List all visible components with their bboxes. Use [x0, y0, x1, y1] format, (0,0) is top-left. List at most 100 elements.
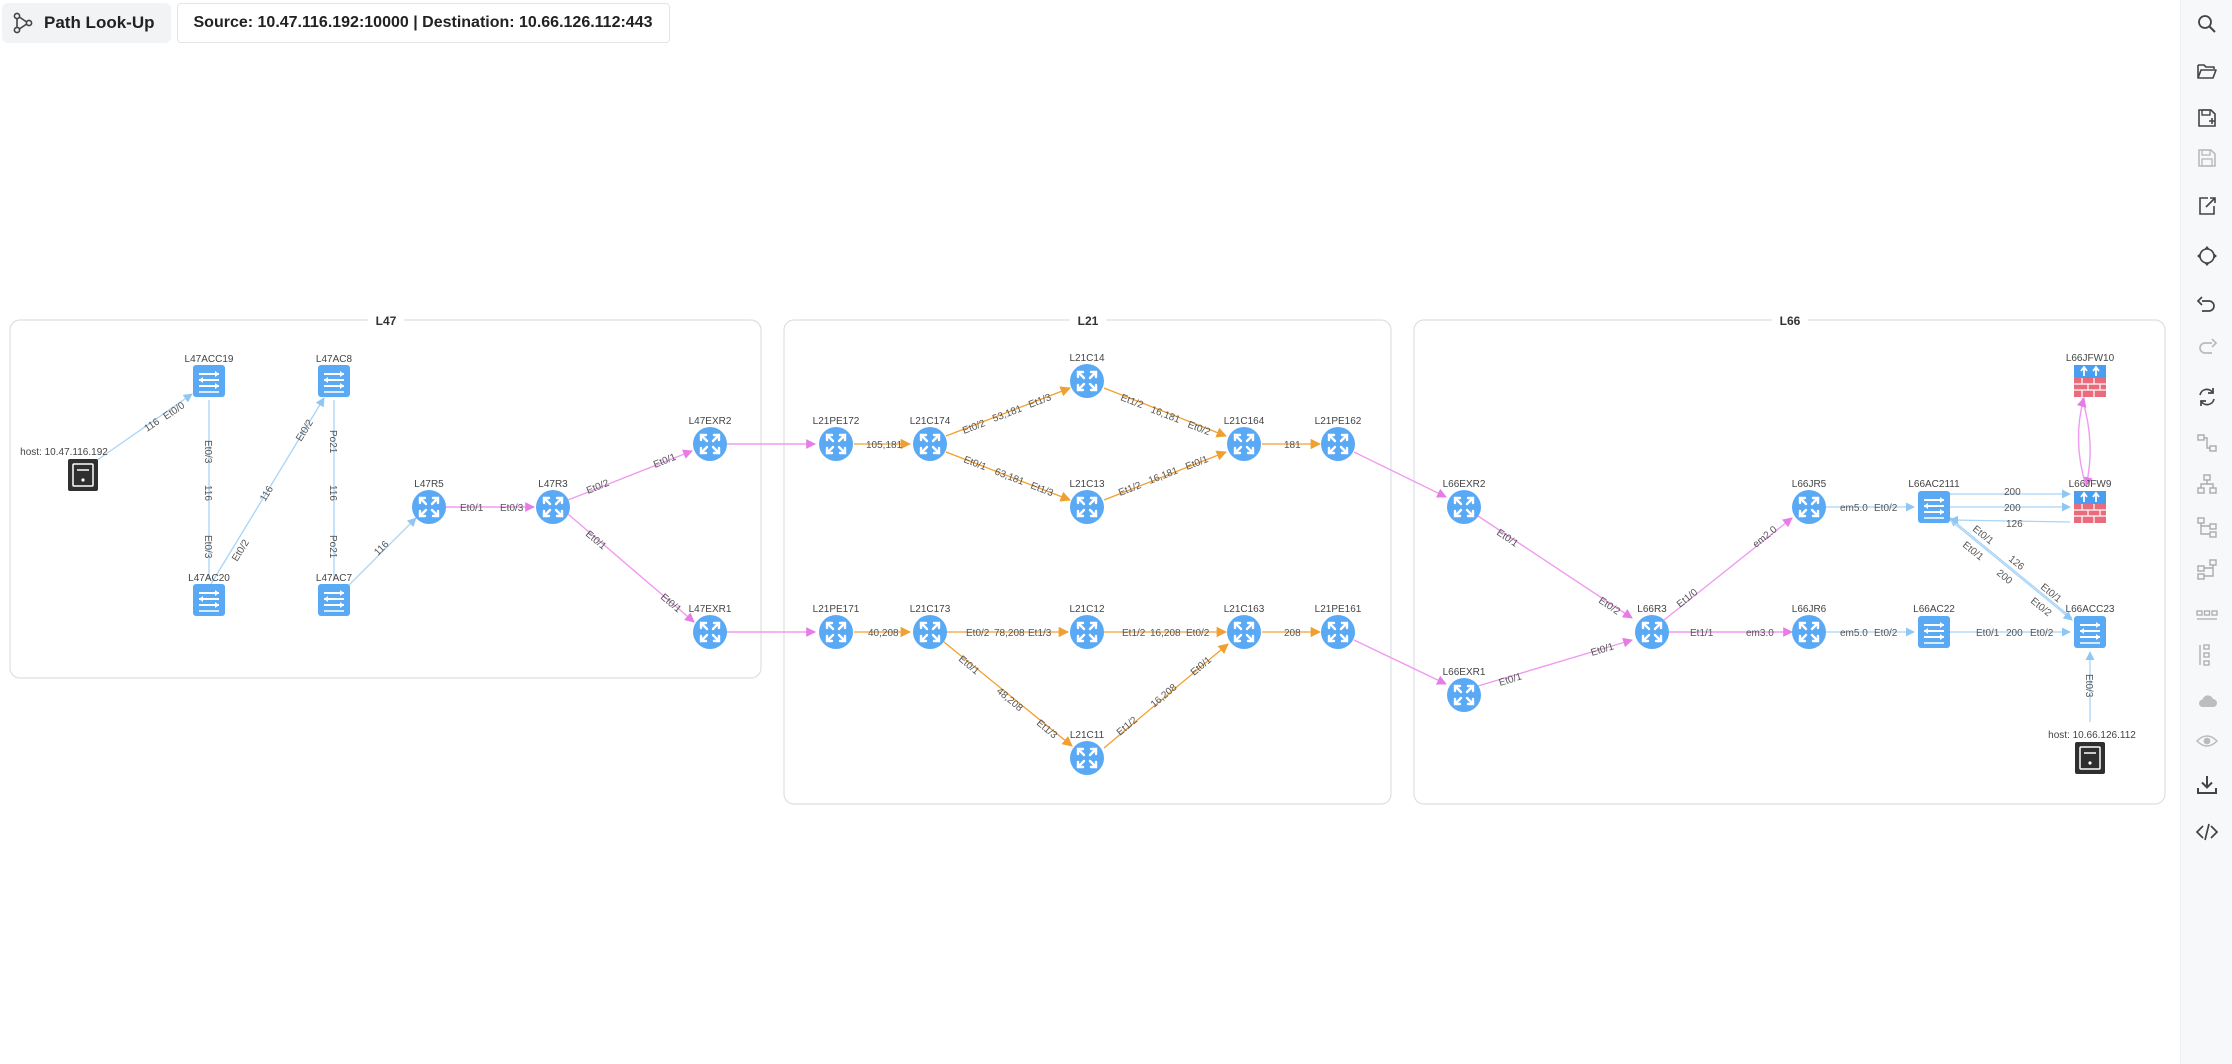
layout-2-button[interactable] — [2181, 467, 2232, 501]
layout-1-button[interactable] — [2181, 426, 2232, 460]
fit-view-button[interactable] — [2181, 239, 2232, 273]
svg-text:Et0/2: Et0/2 — [966, 628, 990, 639]
node-L21C173[interactable]: L21C173 — [910, 604, 951, 651]
download-button[interactable] — [2181, 768, 2232, 802]
edge-link[interactable] — [945, 386, 1071, 437]
svg-text:Et0/2: Et0/2 — [585, 478, 611, 497]
node-L66R3[interactable]: L66R3 — [1633, 604, 1671, 651]
node-host-source[interactable]: host: 10.47.116.192 — [20, 447, 108, 492]
group-L47[interactable]: L47 — [9, 312, 762, 679]
refresh-icon — [2199, 388, 2215, 406]
edge-link[interactable] — [210, 397, 325, 585]
save-as-button[interactable] — [2181, 101, 2232, 135]
open-button[interactable] — [2181, 54, 2232, 88]
group-L66[interactable]: L66 — [1413, 312, 2166, 805]
layout-5-button[interactable] — [2181, 598, 2232, 632]
node-L21PE162[interactable]: L21PE162 — [1315, 416, 1362, 463]
node-L66EXR2[interactable]: L66EXR2 — [1443, 479, 1486, 526]
svg-text:16,181: 16,181 — [1147, 465, 1180, 486]
svg-text:em2.0: em2.0 — [1751, 524, 1780, 550]
svg-text:53,181: 53,181 — [991, 403, 1024, 424]
node-L66AC2111[interactable]: L66AC2111 — [1908, 479, 1960, 524]
right-toolbar — [2180, 0, 2232, 1064]
svg-text:L66JR5: L66JR5 — [1792, 479, 1827, 490]
node-L66JFW10[interactable]: L66JFW10 — [2066, 353, 2115, 398]
edge-link[interactable] — [1949, 515, 2071, 525]
node-L47ACC19[interactable]: L47ACC19 — [185, 354, 234, 398]
node-host-destination[interactable]: host: 10.66.126.112 — [2048, 730, 2136, 775]
edge-link[interactable] — [567, 513, 695, 623]
edge-link[interactable] — [1353, 451, 1447, 498]
svg-text:L21C13: L21C13 — [1069, 479, 1104, 490]
undo-button[interactable] — [2181, 288, 2232, 322]
svg-text:L21PE171: L21PE171 — [813, 604, 860, 615]
edge-link[interactable] — [1949, 517, 2073, 619]
search-button[interactable] — [2181, 7, 2232, 41]
svg-text:Et0/1: Et0/1 — [1970, 524, 1995, 548]
layout-4-button[interactable] — [2181, 552, 2232, 586]
search-icon — [2198, 15, 2216, 33]
group-label: L47 — [376, 314, 397, 328]
node-L21C174[interactable]: L21C174 — [910, 416, 951, 463]
edge-link[interactable] — [943, 641, 1073, 747]
node-L21C12[interactable]: L21C12 — [1068, 604, 1106, 651]
node-L21C14[interactable]: L21C14 — [1068, 353, 1106, 400]
edge-link[interactable] — [2076, 397, 2087, 487]
topology-canvas[interactable]: L47 L21 L66 — [0, 0, 2180, 1064]
save-button[interactable] — [2181, 141, 2232, 175]
node-L47EXR1[interactable]: L47EXR1 — [689, 604, 732, 651]
layout-6-button[interactable] — [2181, 638, 2232, 672]
svg-text:L66ACC23: L66ACC23 — [2066, 604, 2115, 615]
edge-link[interactable] — [1949, 519, 2073, 621]
redo-button[interactable] — [2181, 330, 2232, 364]
group-L21[interactable]: L21 — [783, 312, 1392, 805]
edge-link[interactable] — [945, 451, 1071, 502]
edge-link[interactable] — [1103, 387, 1227, 438]
node-L66EXR1[interactable]: L66EXR1 — [1443, 667, 1486, 714]
export-button[interactable] — [2181, 189, 2232, 223]
node-L21C164[interactable]: L21C164 — [1224, 416, 1265, 463]
edge-link[interactable] — [1103, 643, 1229, 749]
node-L66ACC23[interactable]: L66ACC23 — [2066, 604, 2115, 649]
edge-link[interactable] — [1477, 637, 1633, 687]
code-button[interactable] — [2181, 815, 2232, 849]
node-L47AC7[interactable]: L47AC7 — [316, 573, 353, 617]
svg-text:L66EXR2: L66EXR2 — [1443, 479, 1486, 490]
node-L66AC22[interactable]: L66AC22 — [1913, 604, 1955, 649]
path-lookup-button[interactable]: Path Look-Up — [2, 3, 171, 43]
refresh-button[interactable] — [2181, 380, 2232, 414]
svg-text:126: 126 — [2006, 554, 2026, 573]
edge-link[interactable] — [345, 517, 417, 589]
node-L21PE171[interactable]: L21PE171 — [813, 604, 860, 651]
edge-link[interactable] — [2081, 397, 2093, 487]
edge-labels: 116 Et0/0 Et0/3 116 Et0/3 Et0/2 116 Et0/… — [143, 392, 2094, 742]
edge-link[interactable] — [1353, 639, 1447, 685]
svg-text:Et1/3: Et1/3 — [1028, 628, 1052, 639]
node-L47EXR2[interactable]: L47EXR2 — [689, 416, 732, 463]
node-L66JFW9[interactable]: L66JFW9 — [2069, 479, 2112, 524]
layout-3-button[interactable] — [2181, 510, 2232, 544]
node-L66JR6[interactable]: L66JR6 — [1790, 604, 1828, 651]
edge-link[interactable] — [1663, 517, 1793, 621]
svg-text:Et0/0: Et0/0 — [162, 400, 188, 422]
node-L21C11[interactable]: L21C11 — [1068, 730, 1106, 777]
node-L47R3[interactable]: L47R3 — [534, 479, 572, 526]
node-L21C13[interactable]: L21C13 — [1068, 479, 1106, 526]
edge-link[interactable] — [1477, 515, 1633, 619]
node-L47AC8[interactable]: L47AC8 — [316, 354, 353, 398]
node-L21PE172[interactable]: L21PE172 — [813, 416, 860, 463]
cloud-icon — [2199, 695, 2217, 707]
edge-link[interactable] — [82, 393, 193, 471]
edge-link[interactable] — [1103, 450, 1227, 501]
svg-text:L66AC2111: L66AC2111 — [1908, 479, 1960, 490]
node-L21PE161[interactable]: L21PE161 — [1315, 604, 1362, 651]
node-L47AC20[interactable]: L47AC20 — [188, 573, 230, 617]
node-L21C163[interactable]: L21C163 — [1224, 604, 1265, 651]
visibility-button[interactable] — [2181, 724, 2232, 758]
node-L66JR5[interactable]: L66JR5 — [1790, 479, 1828, 526]
node-L47R5[interactable]: L47R5 — [410, 479, 448, 526]
svg-text:Et1/3: Et1/3 — [1034, 718, 1059, 742]
edge-link[interactable] — [567, 449, 693, 501]
folder-open-icon — [2197, 64, 2217, 79]
cloud-button[interactable] — [2181, 684, 2232, 718]
